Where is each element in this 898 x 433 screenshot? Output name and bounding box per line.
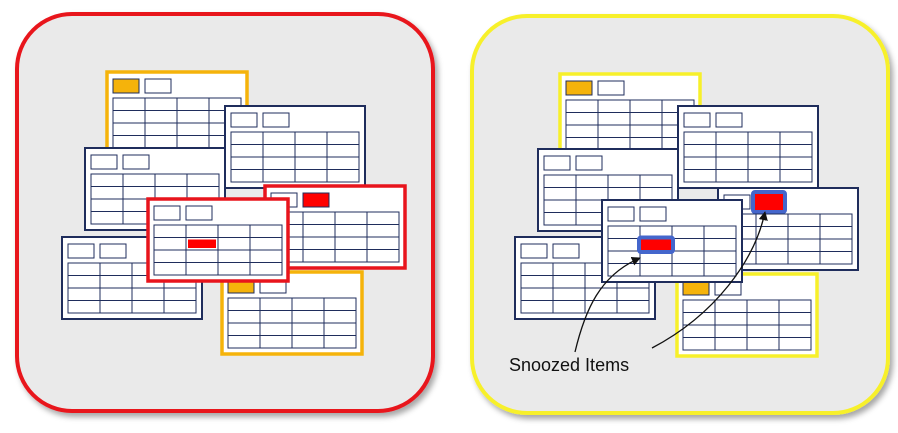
snoozed-highlight (751, 190, 787, 214)
card-tab (682, 280, 710, 296)
card-tab (302, 192, 330, 208)
card-bottom-right-snoozed (675, 272, 819, 358)
card-tab (520, 243, 548, 259)
card-tab (543, 155, 571, 171)
card-tab (99, 243, 127, 259)
card-tab (262, 112, 290, 128)
card-tab (153, 205, 181, 221)
card-tab (597, 80, 625, 96)
card-right-top (677, 105, 819, 189)
card-top-snoozed (558, 72, 702, 158)
card-tab (565, 80, 593, 96)
card-tab (67, 243, 95, 259)
card-center-snoozed (601, 199, 743, 283)
alert-cell (188, 239, 216, 248)
card-center-alert (146, 197, 290, 283)
card-right-top (224, 105, 366, 189)
card-tab (230, 112, 258, 128)
card-tab (683, 112, 711, 128)
card-tab (575, 155, 603, 171)
arrow-to-center-snooze (574, 257, 641, 353)
snoozed-panel-cards (514, 72, 859, 358)
card-right-snoozed (717, 187, 859, 271)
card-tab (144, 78, 172, 94)
card-tab (112, 78, 140, 94)
annotation-arrows (574, 211, 768, 353)
arrow-to-right-snooze (651, 211, 768, 349)
card-tab (122, 154, 150, 170)
card-tab (714, 280, 742, 296)
card-bottom-right-warning (220, 270, 364, 356)
card-tab (715, 112, 743, 128)
snoozed-items-label: Snoozed Items (509, 355, 630, 375)
card-tab (90, 154, 118, 170)
card-tab (552, 243, 580, 259)
card-tab (607, 206, 635, 222)
card-tab (639, 206, 667, 222)
alert-panel-cards (61, 70, 407, 356)
snoozed-highlight (637, 235, 675, 254)
card-tab (185, 205, 213, 221)
